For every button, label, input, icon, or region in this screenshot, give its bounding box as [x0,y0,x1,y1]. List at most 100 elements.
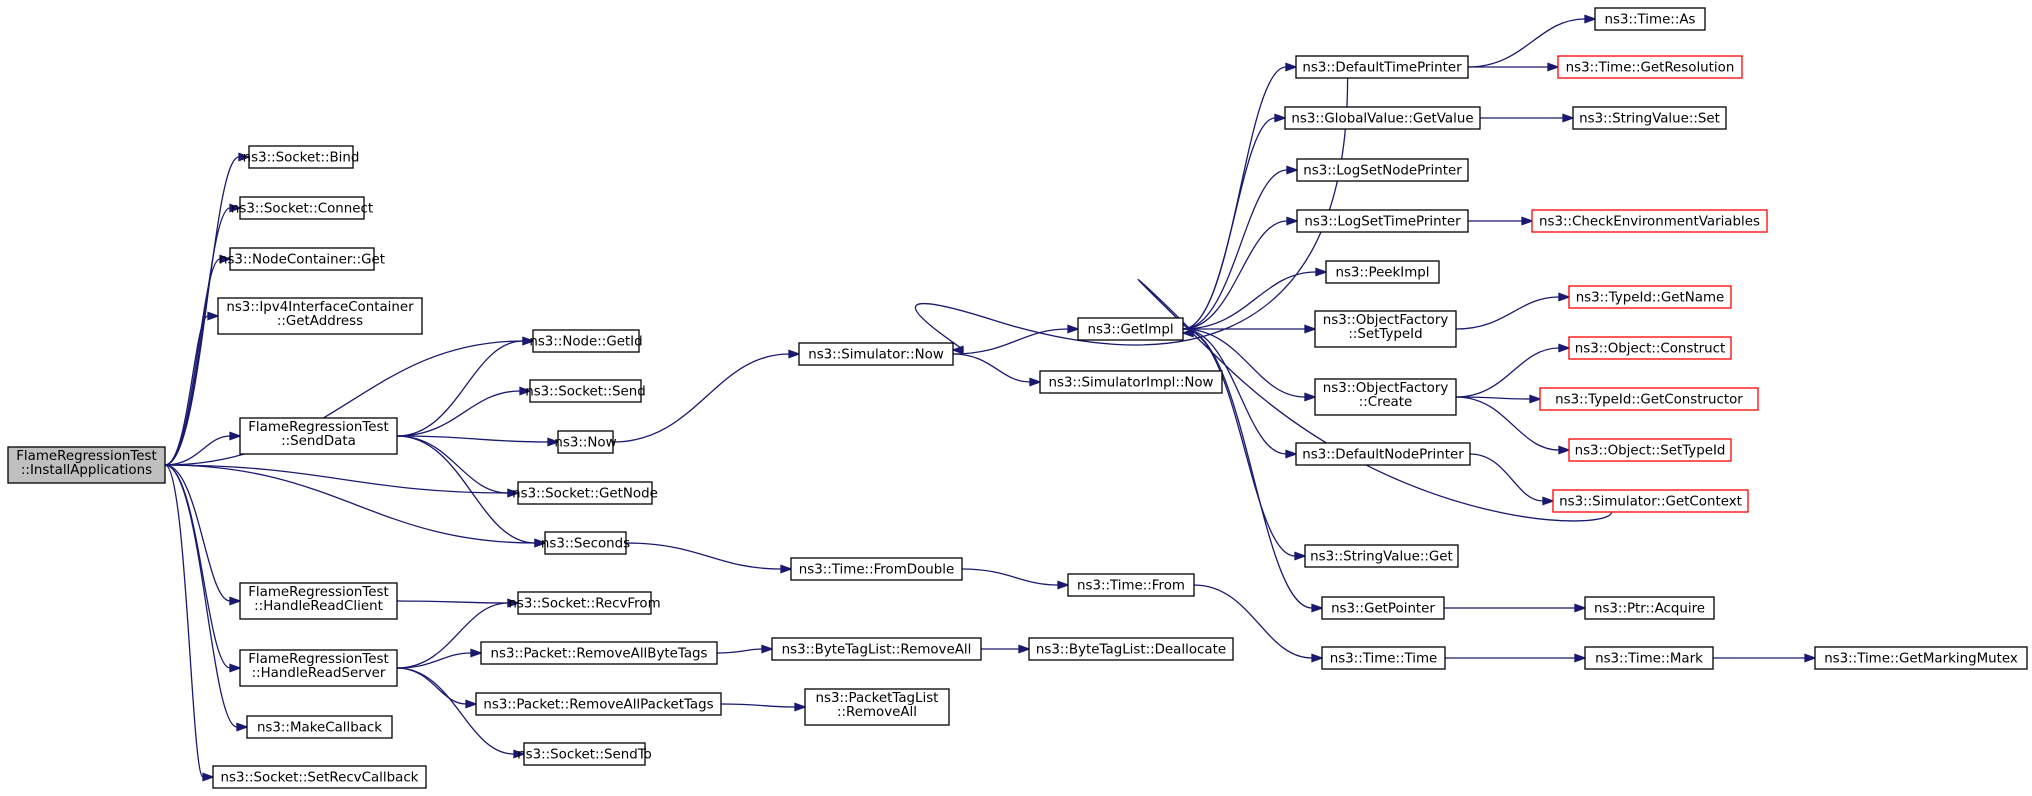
node-box [557,430,614,454]
node-label: ns3::PeekImpl [1335,266,1429,281]
node-ofcreate[interactable]: ns3::ObjectFactory::Create [1314,378,1457,416]
node-tidgetctor[interactable]: ns3::TypeId::GetConstructor [1539,387,1759,411]
edge-line [164,464,536,544]
node-label: ns3::StringValue::Set [1579,112,1720,127]
node-simimplnow[interactable]: ns3::SimulatorImpl::Now [1039,370,1223,394]
node-box [798,342,954,366]
edge-line [1182,328,1296,557]
node-socksend[interactable]: ns3::Socket::Send [525,379,646,403]
node-timemark[interactable]: ns3::Time::Mark [1584,646,1714,670]
node-root[interactable]: FlameRegressionTest::InstallApplications [7,446,166,484]
edge-rmpackettags-to-ptlremoveall [720,702,807,712]
node-ncget[interactable]: ns3::NodeContainer::Get [219,247,385,271]
node-fromdouble[interactable]: ns3::Time::FromDouble [790,557,963,581]
edge-ofcreate-to-objconstruct [1455,343,1571,398]
node-objsettypeid[interactable]: ns3::Object::SetTypeId [1568,438,1732,462]
node-label: ns3::Simulator::GetContext [1559,495,1742,510]
node-nodegetid[interactable]: ns3::Node::GetId [529,329,643,353]
node-label: ns3::NodeContainer::Get [219,253,385,268]
node-box [1539,387,1759,411]
node-svget[interactable]: ns3::StringValue::Get [1304,544,1459,568]
node-box [1304,544,1459,568]
node-btldealloc[interactable]: ns3::ByteTagList::Deallocate [1028,637,1234,661]
node-deftimeprinter[interactable]: ns3::DefaultTimePrinter [1295,55,1469,79]
node-recvfrom[interactable]: ns3::Socket::RecvFrom [508,591,661,615]
node-setrecvcb[interactable]: ns3::Socket::SetRecvCallback [212,765,427,789]
edge-getimpl-to-gvgetvalue [1182,113,1287,330]
node-getpointer[interactable]: ns3::GetPointer [1321,596,1445,620]
edge-line [164,258,221,466]
node-timetime[interactable]: ns3::Time::Time [1321,646,1446,670]
node-logsettimeprinter[interactable]: ns3::LogSetTimePrinter [1296,209,1469,233]
node-box [1325,260,1440,284]
node-label: ns3::Time::Time [1330,652,1438,667]
node-label: ns3::ByteTagList::Deallocate [1036,643,1226,658]
node-timegetmutex[interactable]: ns3::Time::GetMarkingMutex [1814,646,2028,670]
node-label: ns3::Simulator::Now [808,348,944,363]
edge-arrowhead [780,564,793,574]
node-svset[interactable]: ns3::StringValue::Set [1572,106,1727,130]
edge-getimpl-to-defnodeprinter [1182,328,1298,459]
edge-line [164,435,231,466]
edge-arrowhead [1286,165,1299,175]
edge-arrowhead [238,152,251,162]
node-senddata[interactable]: FlameRegressionTest::SendData [239,417,398,455]
node-simgetctx[interactable]: ns3::Simulator::GetContext [1552,489,1749,513]
node-simnow[interactable]: ns3::Simulator::Now [798,342,954,366]
node-box [517,591,652,615]
node-checkenv[interactable]: ns3::CheckEnvironmentVariables [1531,209,1768,233]
node-gvgetvalue[interactable]: ns3::GlobalValue::GetValue [1284,106,1481,130]
node-bind[interactable]: ns3::Socket::Bind [243,145,360,169]
edge-getimpl-to-getpointer [1182,328,1324,613]
node-peekimpl[interactable]: ns3::PeekImpl [1325,260,1440,284]
edge-line [396,435,549,443]
node-label: ns3::Socket::SendTo [517,748,652,763]
node-getnode[interactable]: ns3::Socket::GetNode [512,481,658,505]
edge-hrs-to-rmpackettags [396,667,478,709]
node-logsetnodeprinter[interactable]: ns3::LogSetNodePrinter [1296,158,1469,182]
node-defnodeprinter[interactable]: ns3::DefaultNodePrinter [1295,442,1471,466]
node-btlremoveall[interactable]: ns3::ByteTagList::RemoveAll [771,637,982,661]
node-connect[interactable]: ns3::Socket::Connect [231,196,373,220]
node-ptracquire[interactable]: ns3::Ptr::Acquire [1584,596,1715,620]
node-rmpackettags[interactable]: ns3::Packet::RemoveAllPacketTags [475,692,722,716]
node-ofsettypeid[interactable]: ns3::ObjectFactory::SetTypeId [1314,310,1457,348]
edge-hrs-to-recvfrom [396,598,520,669]
node-tidgetname[interactable]: ns3::TypeId::GetName [1568,285,1732,309]
edge-root-to-senddata [164,431,242,466]
node-hrs[interactable]: FlameRegressionTest::HandleReadServer [239,649,398,687]
node-label: ns3::Time::GetResolution [1566,61,1735,76]
node-box [239,196,365,220]
node-now[interactable]: ns3::Now [554,430,617,454]
edge-arrowhead [1274,113,1287,123]
node-box [1295,55,1469,79]
node-timegetres[interactable]: ns3::Time::GetResolution [1557,55,1743,79]
edge-fromdouble-to-timefrom [961,568,1070,590]
node-ptlremoveall[interactable]: ns3::PacketTagList::RemoveAll [804,688,950,726]
node-timefrom[interactable]: ns3::Time::From [1067,573,1195,597]
node-objconstruct[interactable]: ns3::Object::Construct [1568,336,1732,360]
node-getimpl[interactable]: ns3::GetImpl [1077,317,1184,341]
edge-arrowhead [1562,113,1575,123]
edge-line [396,667,515,755]
edge-line [1182,220,1288,330]
node-label: ns3::Socket::GetNode [512,487,658,502]
node-hrc[interactable]: FlameRegressionTest::HandleReadClient [239,582,398,620]
node-ipv4addr[interactable]: ns3::Ipv4InterfaceContainer::GetAddress [217,297,423,335]
node-label: ns3::LogSetTimePrinter [1304,215,1461,230]
node-label: ns3::MakeCallback [257,721,382,736]
node-makecb[interactable]: ns3::MakeCallback [246,715,393,739]
node-box [248,145,354,169]
node-label: ns3::Time::Mark [1595,652,1703,667]
edge-line [1182,66,1287,330]
node-box [239,417,398,455]
node-box [1314,310,1457,348]
node-rmbytetags[interactable]: ns3::Packet::RemoveAllByteTags [480,641,718,665]
node-label: FlameRegressionTest [16,449,157,464]
node-seconds[interactable]: ns3::Seconds [541,531,630,555]
node-sendto[interactable]: ns3::Socket::SendTo [517,742,652,766]
node-box [1321,646,1446,670]
node-label: ns3::Ipv4InterfaceContainer [226,300,414,315]
node-timeas[interactable]: ns3::Time::As [1594,7,1706,31]
node-label: ns3::Socket::Send [525,385,646,400]
